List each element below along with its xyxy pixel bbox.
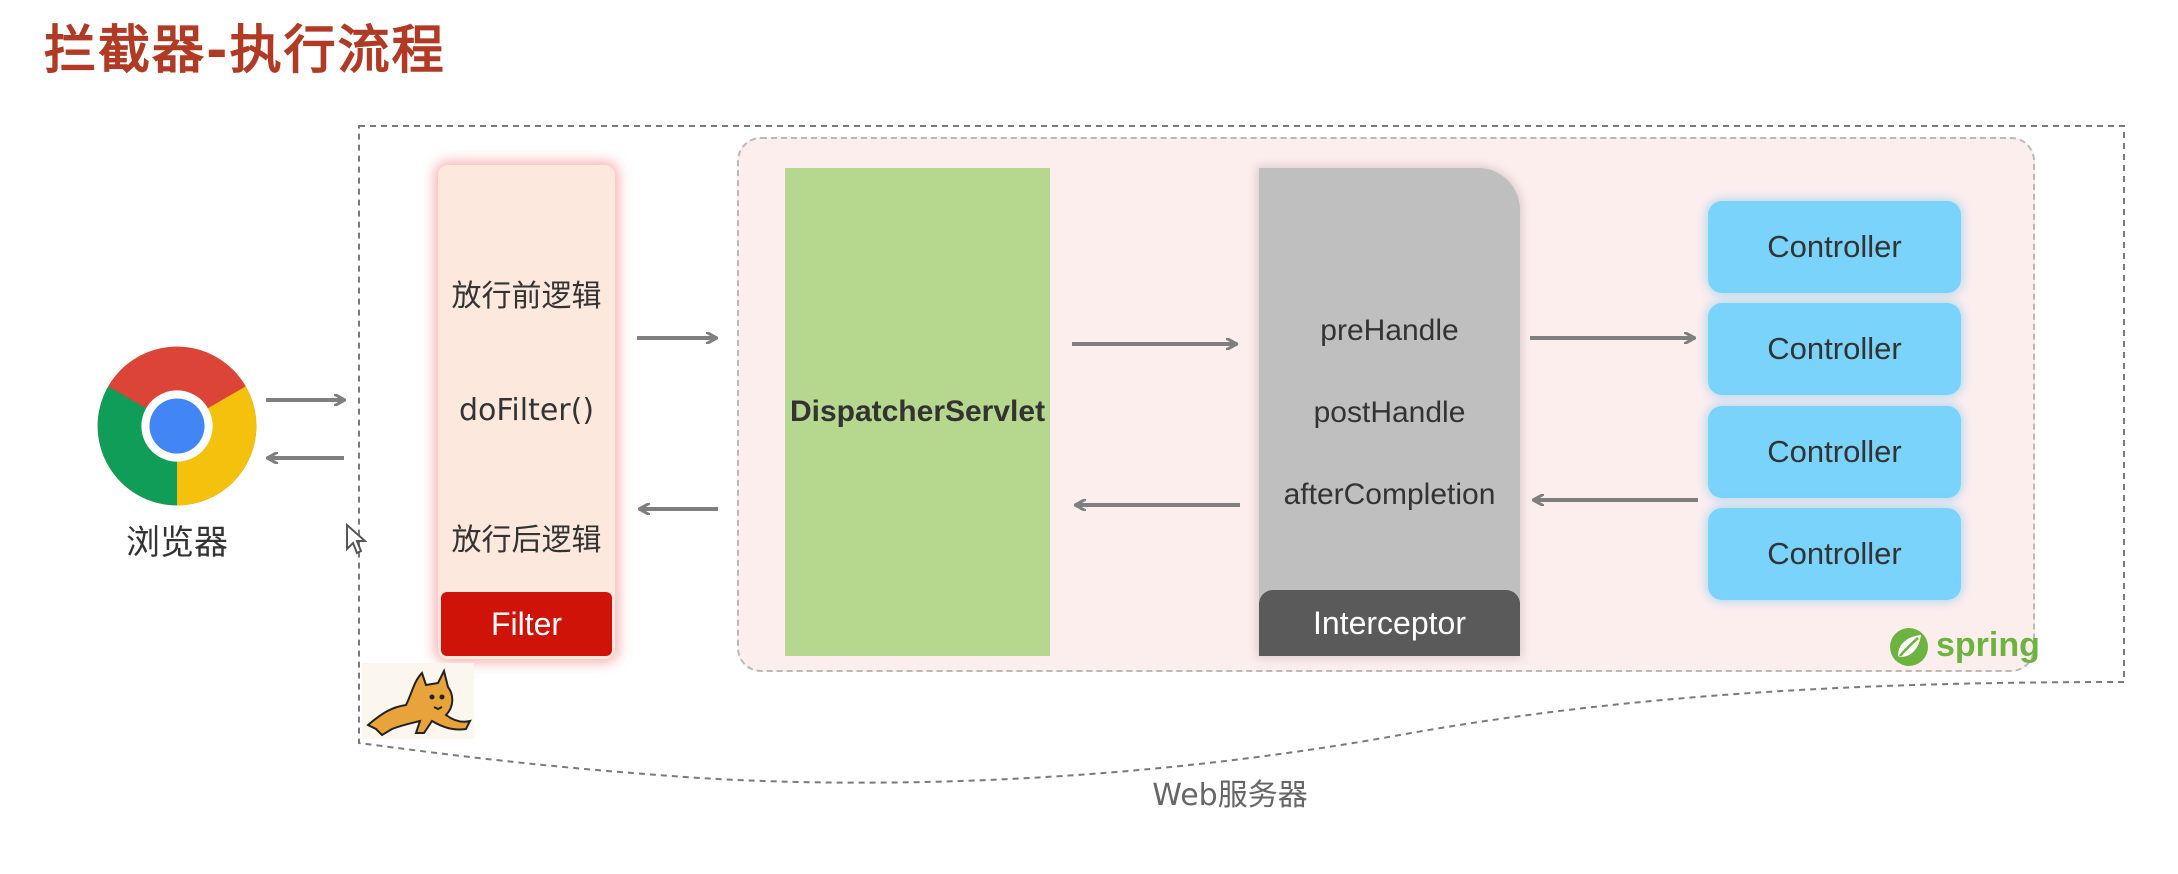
controller-box-4: Controller [1708, 508, 1961, 600]
filter-box: 放行前逻辑 doFilter() 放行后逻辑 Filter [438, 165, 615, 659]
dispatcher-servlet-box: DispatcherServlet [785, 168, 1050, 656]
interceptor-box: preHandle postHandle afterCompletion Int… [1259, 168, 1520, 656]
posthandle-text: postHandle [1313, 396, 1466, 429]
controller-box-2: Controller [1708, 303, 1961, 395]
aftercompletion-text: afterCompletion [1283, 478, 1496, 511]
filter-before-text: 放行前逻辑 [451, 279, 602, 314]
filter-label: Filter [441, 592, 612, 656]
spring-logo: spring [1888, 624, 2040, 670]
filter-dofilter-text: doFilter() [458, 393, 595, 428]
chrome-icon [97, 346, 257, 506]
browser-label: 浏览器 [126, 523, 228, 563]
controller-box-3: Controller [1708, 406, 1961, 498]
page-title: 拦截器-执行流程 [44, 21, 446, 81]
tomcat-icon [362, 663, 474, 739]
prehandle-text: preHandle [1320, 314, 1459, 347]
dispatcher-servlet-label: DispatcherServlet [789, 395, 1046, 428]
mouse-cursor-icon [346, 523, 367, 555]
interceptor-label: Interceptor [1259, 590, 1520, 656]
filter-after-text: 放行后逻辑 [451, 523, 602, 558]
controller-box-1: Controller [1708, 201, 1961, 293]
spring-logo-text: spring [1936, 626, 2040, 664]
spring-leaf-icon [1890, 628, 1928, 666]
web-server-label: Web服务器 [1152, 778, 1308, 813]
